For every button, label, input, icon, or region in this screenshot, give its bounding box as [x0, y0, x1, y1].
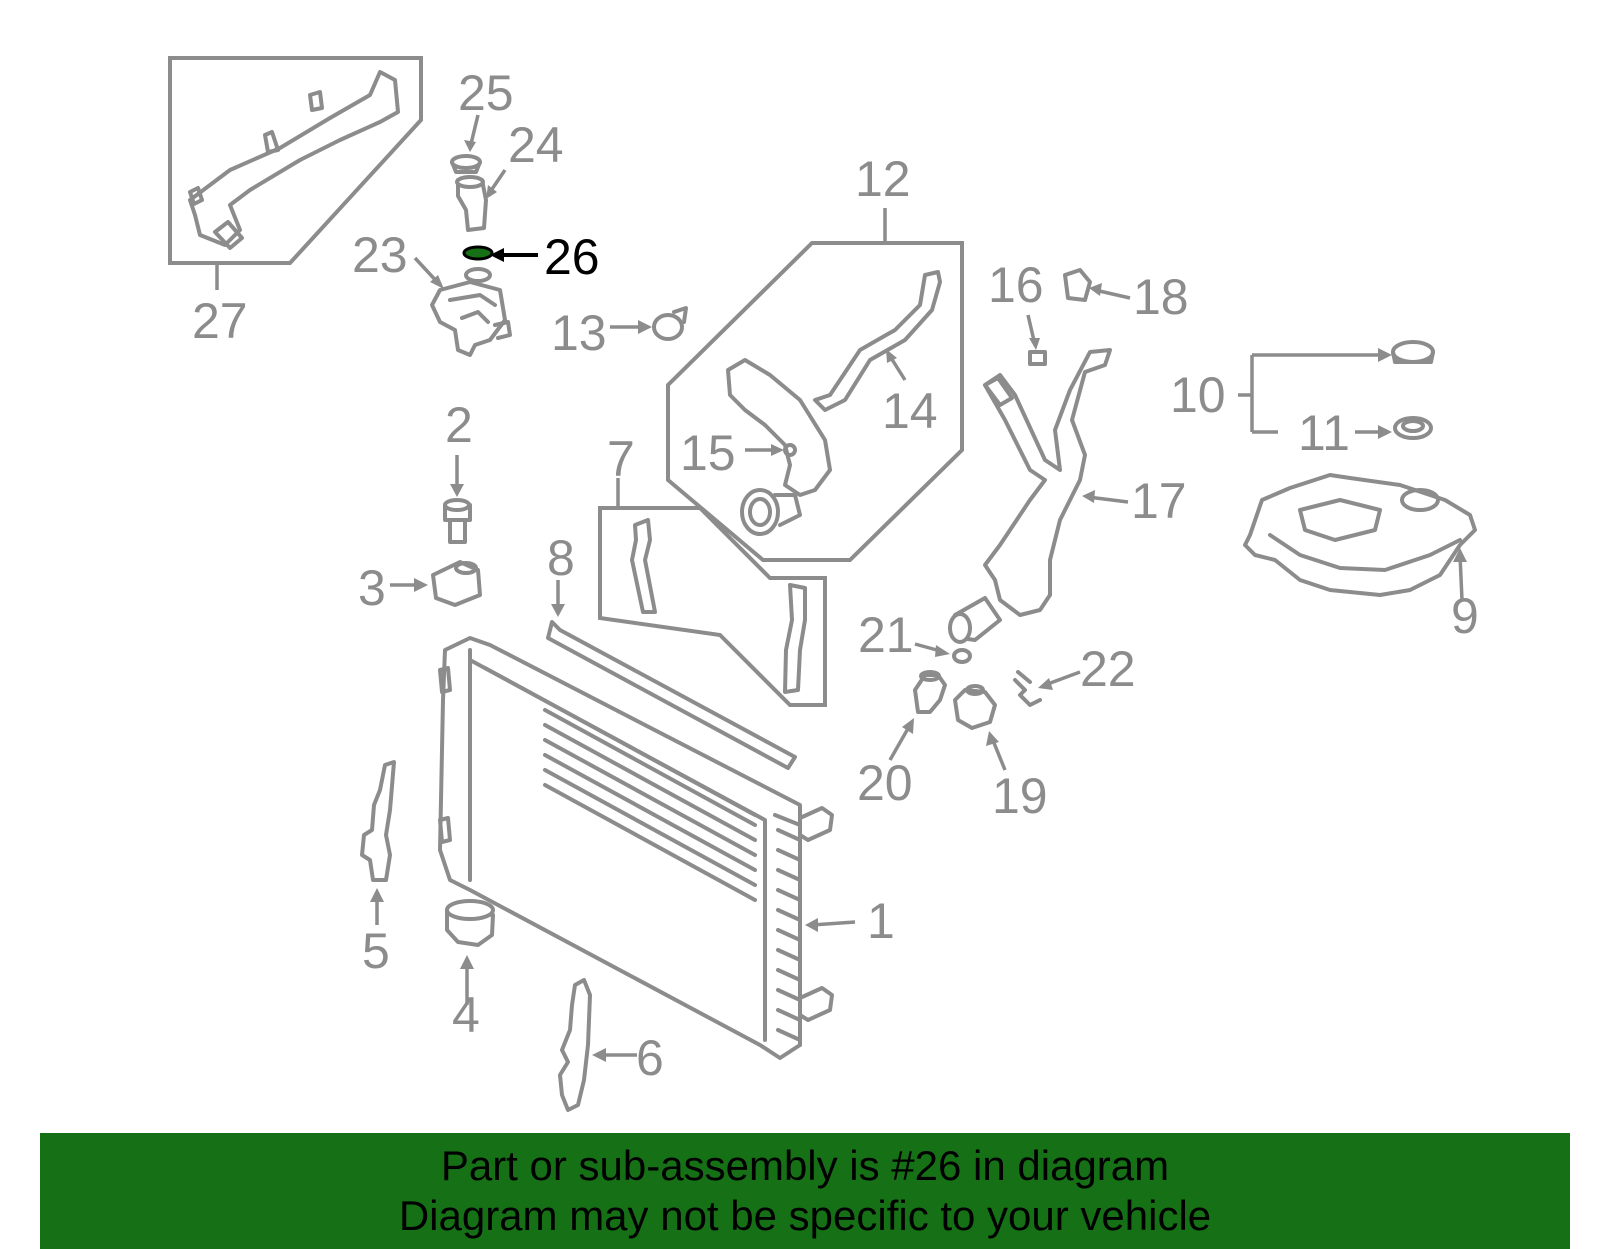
callout-21: 21 — [858, 607, 914, 663]
callout-15: 15 — [680, 425, 736, 481]
part-5-bracket — [360, 760, 396, 882]
part-6-bracket — [558, 978, 592, 1112]
part-21-o-ring — [952, 648, 972, 664]
part-22-clip — [1013, 670, 1042, 707]
part-12-hose-kit — [666, 241, 964, 562]
callout-2: 2 — [445, 397, 473, 453]
callout-labels: 1 2 3 4 5 6 7 8 9 10 11 12 13 14 15 16 1… — [192, 65, 1479, 1086]
callout-1: 1 — [867, 893, 895, 949]
callout-17: 17 — [1131, 473, 1187, 529]
callout-3: 3 — [358, 560, 386, 616]
banner-line-2: Diagram may not be specific to your vehi… — [398, 1192, 1212, 1239]
callout-19: 19 — [992, 768, 1048, 824]
callout-6: 6 — [636, 1030, 664, 1086]
part-25-cap — [450, 154, 482, 174]
part-4-mount — [445, 899, 495, 947]
part-7-air-guide-kit — [598, 506, 827, 707]
part-16-clip — [1028, 350, 1047, 366]
banner-line-1: Part or sub-assembly is #26 in diagram — [440, 1142, 1170, 1189]
part-9-expansion-tank — [1243, 473, 1477, 597]
callout-8: 8 — [547, 530, 575, 586]
callout-12: 12 — [855, 151, 911, 207]
callout-20: 20 — [857, 755, 913, 811]
callout-5: 5 — [362, 923, 390, 979]
part-8-seal-strip — [546, 620, 797, 770]
callout-24: 24 — [508, 117, 564, 173]
callout-9: 9 — [1451, 588, 1479, 644]
part-24-connector — [455, 175, 488, 232]
part-27-pipe-assembly — [168, 56, 423, 265]
callout-4: 4 — [452, 987, 480, 1043]
part-11-seal — [1393, 416, 1433, 440]
part-19-cap — [953, 684, 997, 730]
part-18-clip — [1063, 268, 1092, 302]
callout-14: 14 — [882, 383, 938, 439]
callout-10: 10 — [1170, 367, 1226, 423]
callout-7: 7 — [607, 431, 635, 487]
callout-23: 23 — [352, 227, 408, 283]
part-20-sensor — [913, 670, 947, 714]
callout-18: 18 — [1133, 269, 1189, 325]
part-10-reservoir-cap — [1391, 340, 1435, 364]
callout-25: 25 — [458, 65, 514, 121]
callout-22: 22 — [1080, 641, 1136, 697]
part-17-coolant-pipe — [948, 348, 1112, 644]
part-13-clamp — [652, 306, 688, 341]
part-26-gasket — [462, 245, 494, 261]
part-2-bolt — [443, 498, 472, 544]
callout-11: 11 — [1298, 405, 1350, 461]
part-23-water-pump — [430, 267, 512, 357]
callout-13: 13 — [551, 305, 607, 361]
part-3-bushing — [431, 560, 482, 607]
callout-26: 26 — [544, 229, 600, 285]
info-banner: Part or sub-assembly is #26 in diagram D… — [40, 1133, 1570, 1249]
callout-16: 16 — [988, 257, 1044, 313]
part-1-radiator — [438, 636, 834, 1060]
callout-27: 27 — [192, 293, 248, 349]
